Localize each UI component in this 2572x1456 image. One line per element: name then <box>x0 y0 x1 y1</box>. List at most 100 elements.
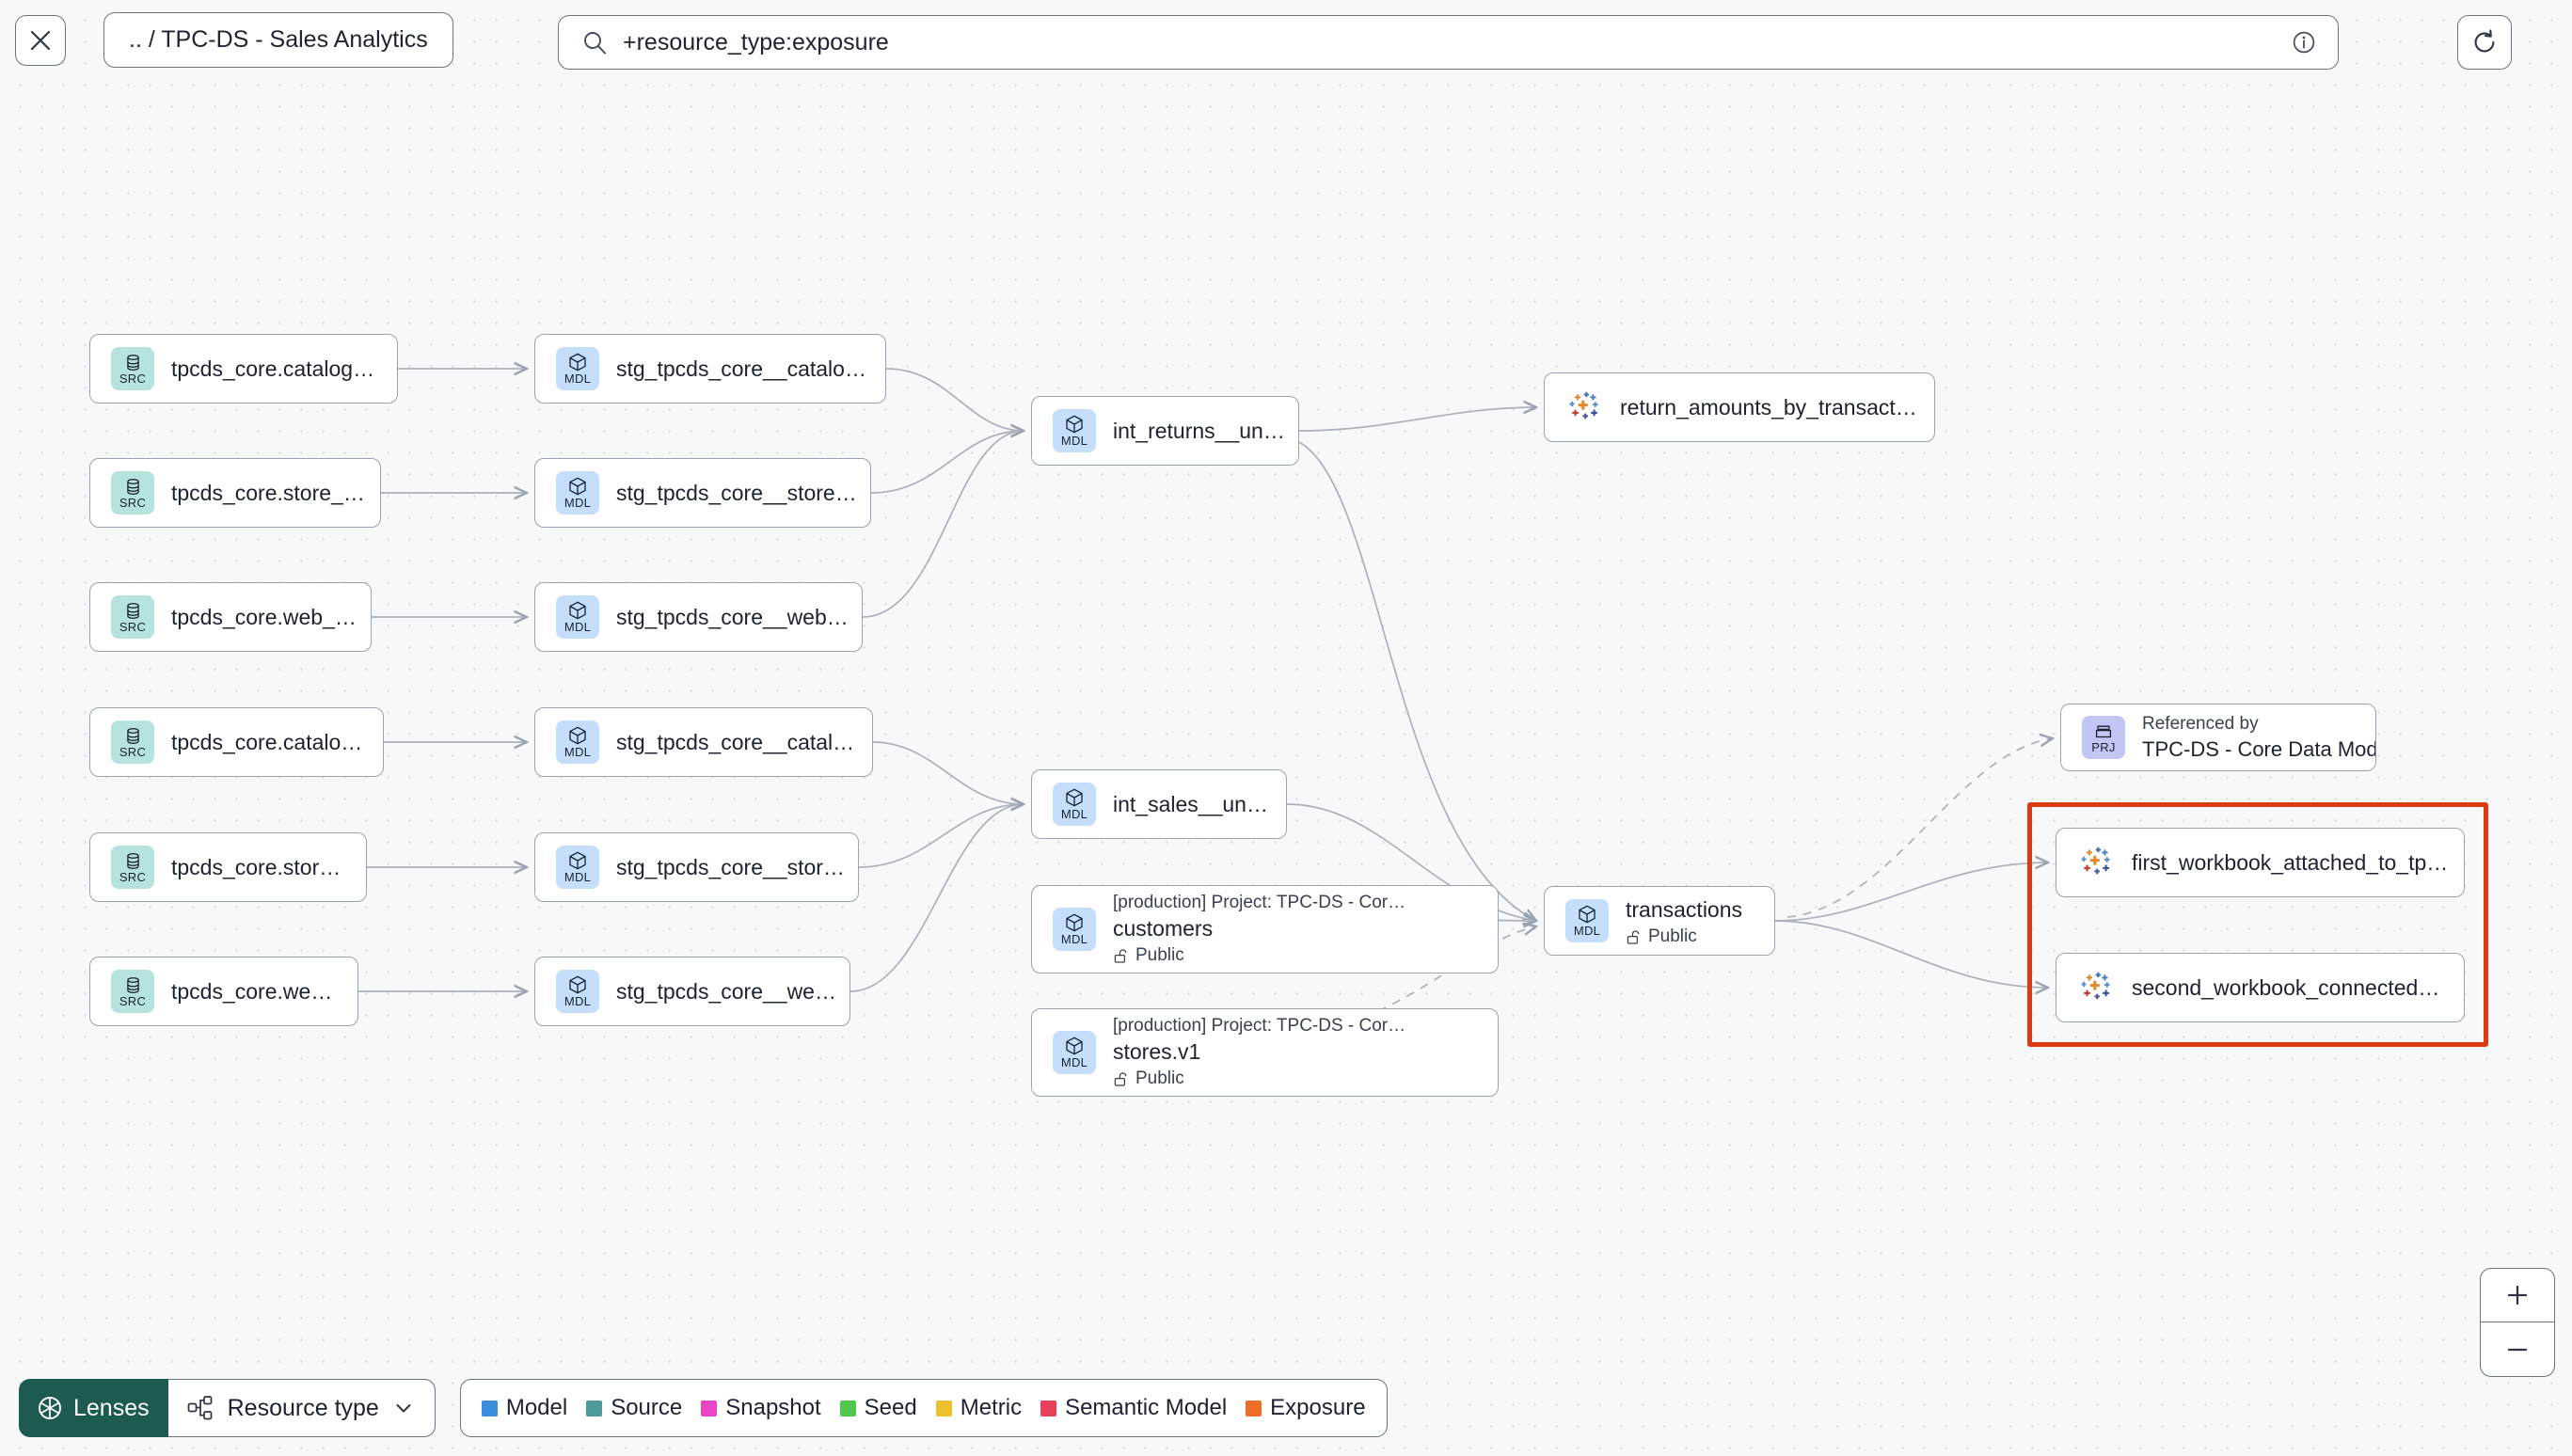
zoom-out-button[interactable] <box>2481 1322 2554 1376</box>
legend-item-snapshot[interactable]: Snapshot <box>701 1395 821 1421</box>
lock-open-icon <box>1114 1071 1127 1086</box>
close-icon <box>30 30 51 51</box>
resource-type-dropdown[interactable]: Resource type <box>167 1379 436 1437</box>
legend-item-exposure[interactable]: Exposure <box>1246 1395 1366 1421</box>
tableau-exposure-icon <box>2077 844 2115 881</box>
source-badge: SRC <box>111 471 154 514</box>
legend-swatch <box>481 1400 498 1416</box>
node-access: Public <box>1113 945 1423 966</box>
zoom-controls <box>2480 1268 2555 1377</box>
graph-node-mdl-stg-store-returns[interactable]: MDL stg_tpcds_core__store_returns <box>534 458 871 528</box>
graph-node-mdl-customers[interactable]: MDL[production] Project: TPC-DS - Core D… <box>1031 885 1499 973</box>
model-badge: MDL <box>556 595 599 639</box>
database-icon <box>126 355 139 371</box>
cube-icon <box>1066 415 1083 434</box>
legend-label: Model <box>505 1395 568 1420</box>
model-badge: MDL <box>556 970 599 1013</box>
legend-item-source[interactable]: Source <box>586 1395 682 1421</box>
node-label: tpcds_core.web_sales <box>171 978 357 1004</box>
lenses-button[interactable]: Lenses <box>19 1379 168 1437</box>
legend-item-semantic-model[interactable]: Semantic Model <box>1040 1395 1227 1421</box>
graph-node-mdl-stg-catalog-sales[interactable]: MDL stg_tpcds_core__catalog_sales <box>534 707 873 777</box>
legend-swatch <box>1040 1400 1057 1416</box>
source-badge: SRC <box>111 846 154 889</box>
node-access-label: Public <box>1135 945 1184 965</box>
lock-open-icon <box>1114 948 1127 963</box>
model-badge: MDL <box>556 720 599 764</box>
graph-node-expo-second-workbook[interactable]: second_workbook_connected_to_live… <box>2056 953 2465 1022</box>
refresh-icon <box>2474 29 2495 53</box>
project-badge: PRJ <box>2082 716 2125 759</box>
model-badge: MDL <box>1565 899 1609 942</box>
source-badge: SRC <box>111 970 154 1013</box>
node-access-label: Public <box>1648 926 1697 946</box>
tableau-exposure-icon <box>2077 969 2115 1006</box>
cube-icon <box>569 726 586 745</box>
bottom-toolbar: Lenses Resource type Model Source Snapshot… <box>19 1379 1388 1437</box>
info-icon[interactable] <box>2291 29 2317 55</box>
node-text-stack: [production] Project: TPC-DS - Core Data… <box>1113 1016 1423 1089</box>
legend-label: Exposure <box>1270 1395 1366 1420</box>
source-badge: SRC <box>111 720 154 764</box>
refresh-button[interactable] <box>2457 15 2512 70</box>
database-icon <box>126 479 139 495</box>
graph-node-src-web-sales[interactable]: SRC tpcds_core.web_sales <box>89 957 358 1026</box>
graph-node-mdl-stores-v1[interactable]: MDL [production] Project: TPC-DS - Core D… <box>1031 1008 1499 1097</box>
tableau-exposure-icon <box>1565 388 1603 426</box>
tableau-exposure-icon <box>2081 972 2110 1000</box>
cube-icon <box>569 477 586 496</box>
cube-icon <box>569 601 586 620</box>
model-badge: MDL <box>556 471 599 514</box>
breadcrumb[interactable]: .. / TPC-DS - Sales Analytics <box>103 12 453 68</box>
close-button[interactable] <box>15 15 66 66</box>
node-project-label: [production] Project: TPC-DS - Core Data… <box>1113 1016 1423 1036</box>
node-label: int_sales__unioned <box>1113 791 1286 816</box>
lock-open-icon <box>1627 929 1640 944</box>
search-bar[interactable]: +resource_type:exposure <box>558 15 2339 70</box>
node-label: stg_tpcds_core__catalog_sales <box>616 729 872 754</box>
graph-node-src-web-returns[interactable]: SRC tpcds_core.web_returns <box>89 582 372 652</box>
node-label: tpcds_core.web_returns <box>171 604 371 629</box>
legend-item-metric[interactable]: Metric <box>935 1395 1022 1421</box>
node-label: first_workbook_attached_to_tpc-ds_-_… <box>2132 849 2464 875</box>
database-icon <box>126 603 139 619</box>
aperture-icon <box>39 1397 61 1419</box>
search-input[interactable]: +resource_type:exposure <box>623 28 889 55</box>
zoom-in-button[interactable] <box>2481 1269 2554 1322</box>
chevron-down-icon <box>396 1404 411 1413</box>
model-badge: MDL <box>1053 908 1096 951</box>
node-label: stg_tpcds_core__store_returns <box>616 480 870 505</box>
model-badge: MDL <box>1053 1031 1096 1074</box>
database-icon <box>126 977 139 993</box>
graph-node-expo-return-amounts[interactable]: return_amounts_by_transaction_type <box>1544 372 1935 442</box>
breadcrumb-label: .. / TPC-DS - Sales Analytics <box>129 26 428 53</box>
legend-item-seed[interactable]: Seed <box>839 1395 917 1421</box>
lenses-label: Lenses <box>73 1394 150 1421</box>
node-label: stores.v1 <box>1113 1039 1201 1064</box>
node-label: stg_tpcds_core__catalog_returns <box>616 356 885 381</box>
graph-node-expo-first-workbook[interactable]: first_workbook_attached_to_tpc-ds_-_… <box>2056 828 2465 897</box>
referenced-by-name: TPC-DS - Core Data Models <box>2142 736 2375 761</box>
legend-item-model[interactable]: Model <box>481 1395 568 1421</box>
legend-label: Snapshot <box>725 1395 821 1420</box>
node-access: Public <box>1626 926 1742 947</box>
legend-swatch <box>1246 1400 1262 1416</box>
top-toolbar: .. / TPC-DS - Sales Analytics +resource_… <box>0 0 2572 109</box>
exposure-highlight-box <box>2027 802 2488 1047</box>
cube-icon <box>1066 788 1083 807</box>
source-badge: SRC <box>111 595 154 639</box>
database-icon <box>126 728 139 744</box>
